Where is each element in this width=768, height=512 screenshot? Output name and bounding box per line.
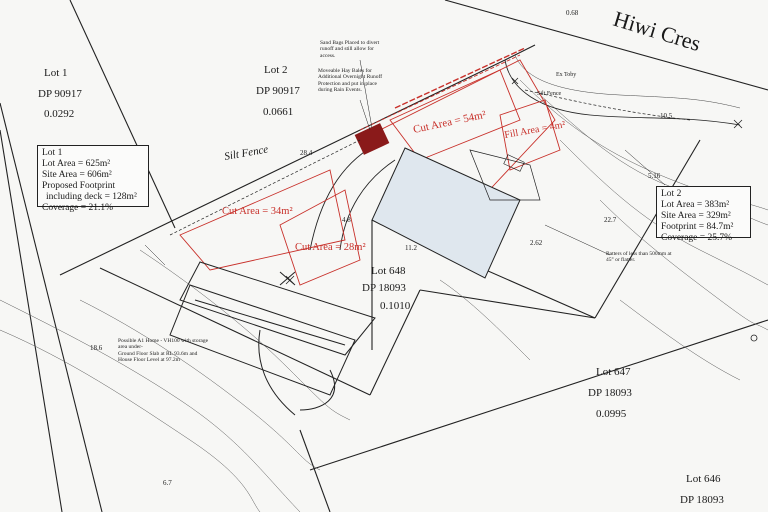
haybale-note: Moveable Hay Bales for Additional Overni… xyxy=(318,68,383,94)
dim-48: 4.8 xyxy=(342,216,351,224)
cut-area-28: Cut Area = 28m² xyxy=(295,242,366,253)
lot647-label: Lot 647 xyxy=(596,366,631,378)
lot648-label: Lot 648 xyxy=(371,265,406,277)
cut-area-54: Cut Area = 54m² xyxy=(412,109,488,136)
cut-area-34: Cut Area = 34m² xyxy=(222,206,293,217)
dim-112: 11.2 xyxy=(405,244,417,252)
lot2-box-title: Lot 2 xyxy=(661,189,682,199)
survey-mark-icon xyxy=(750,334,758,342)
lot2-area: 0.0661 xyxy=(263,106,293,118)
lot647-area: 0.0995 xyxy=(596,408,627,420)
lot1-box-deck: including deck = 128m² xyxy=(46,192,137,202)
lot2-info-box: Lot 2 Lot Area = 383m² Site Area = 329m²… xyxy=(656,186,751,243)
lot1-box-title: Lot 1 xyxy=(42,148,63,158)
lot1-box-lot-area: Lot Area = 625m² xyxy=(42,159,111,169)
lot2-box-site-area: Site Area = 329m² xyxy=(661,211,731,221)
home-note: Possible A1 Home - VH100 with storage ar… xyxy=(118,338,209,364)
lot2-label: Lot 2 xyxy=(264,64,288,76)
lot1-label: Lot 1 xyxy=(44,67,68,79)
dim-227: 22.7 xyxy=(604,216,617,224)
lot2-box-coverage: Coverage = 25.7% xyxy=(661,233,733,243)
lot1-box-coverage: Coverage = 21.1% xyxy=(42,203,114,213)
contour-lines xyxy=(0,79,768,512)
lot1-dp: DP 90917 xyxy=(38,88,82,100)
dim-89: 0.68 xyxy=(566,9,579,17)
lot2-dp: DP 90917 xyxy=(256,85,300,97)
silt-fence-hand-label: Silt Fence xyxy=(223,143,269,163)
dim-262: 2.62 xyxy=(530,239,543,247)
lot647-dp: DP 18093 xyxy=(588,387,632,399)
lot1-area: 0.0292 xyxy=(44,108,74,120)
lot2-house-footprint xyxy=(371,147,521,279)
lot648-area: 0.1010 xyxy=(380,300,411,312)
dim-67: 6.7 xyxy=(163,479,172,487)
lot646-dp: DP 18093 xyxy=(680,494,724,506)
lot2-box-lot-area: Lot Area = 383m² xyxy=(661,200,730,210)
lot1-box-site-area: Site Area = 606m² xyxy=(42,170,112,180)
lot648-dp: DP 18093 xyxy=(362,282,406,294)
street-name: Hiwi Cres xyxy=(611,6,704,56)
lot1-box-footprint: Proposed Footprint xyxy=(42,181,116,191)
sandbag-hatch xyxy=(354,123,390,155)
dim-284: 28.4 xyxy=(300,149,313,157)
lot2-box-footprint: Footprint = 84.7m² xyxy=(661,222,734,232)
lot648-proposed-home xyxy=(169,261,376,416)
road-edge xyxy=(504,59,741,126)
silt-fence-line xyxy=(169,139,361,236)
sandbag-note: Sand Bags Placed to divert runoff and st… xyxy=(320,40,380,59)
silt-fence-label: Silt Fence xyxy=(537,91,562,97)
batters-note: Batters of less than 500mm at 45° or fla… xyxy=(606,251,672,264)
lot1-info-box: Lot 1 Lot Area = 625m² Site Area = 606m²… xyxy=(37,145,149,213)
dim-516: 5.16 xyxy=(648,172,661,180)
lot-labels: Lot 1 DP 90917 0.0292 Lot 2 DP 90917 0.0… xyxy=(38,64,724,506)
dim-105: 10.5 xyxy=(660,112,673,120)
lot646-label: Lot 646 xyxy=(686,473,721,485)
ex-toby-label: Ex Toby xyxy=(556,72,576,78)
dim-186: 18.6 xyxy=(90,344,103,352)
